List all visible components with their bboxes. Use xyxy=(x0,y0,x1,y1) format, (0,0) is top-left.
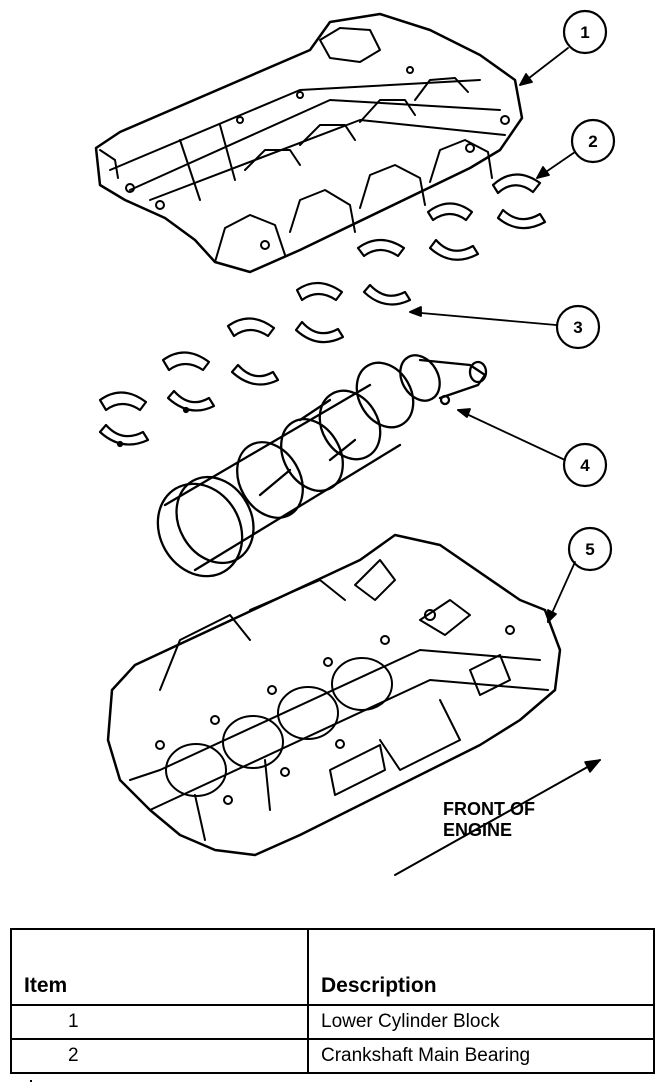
legend-header-item: Item xyxy=(10,928,309,1006)
front-label-line1: FRONT OF xyxy=(443,799,535,819)
legend-item-number: 2 xyxy=(10,1038,309,1074)
table-row: 2 Crankshaft Main Bearing xyxy=(10,1038,655,1074)
callout-1: 1 xyxy=(562,9,608,55)
callout-4: 4 xyxy=(562,442,608,488)
front-label-line2: ENGINE xyxy=(443,820,512,840)
callout-3: 3 xyxy=(555,304,601,350)
legend-item-description: Crankshaft Main Bearing xyxy=(307,1038,655,1074)
upper-cylinder-block xyxy=(106,533,562,857)
table-row: 1 Lower Cylinder Block xyxy=(10,1004,655,1040)
parts-legend-table: Item Description 1 Lower Cylinder Block … xyxy=(10,928,655,1074)
callout-2-label: 2 xyxy=(588,132,597,151)
legend-item-number: 1 xyxy=(10,1004,309,1040)
callout-5: 5 xyxy=(567,526,613,572)
callout-1-label: 1 xyxy=(580,23,589,42)
lower-cylinder-block xyxy=(94,12,524,274)
exploded-engine-diagram: 1 2 3 4 5 FRONT OF ENGINE xyxy=(94,9,616,876)
main-bearing-shells xyxy=(98,173,547,448)
crankshaft xyxy=(156,354,488,578)
callout-5-label: 5 xyxy=(585,540,594,559)
front-of-engine-indicator: FRONT OF ENGINE xyxy=(394,759,601,876)
legend-header-description: Description xyxy=(307,928,655,1006)
legend-item-description: Lower Cylinder Block xyxy=(307,1004,655,1040)
legend-header-row: Item Description xyxy=(10,928,655,1006)
callout-2: 2 xyxy=(570,118,616,164)
leader-lines xyxy=(409,47,576,623)
scan-dot xyxy=(30,1080,32,1082)
callout-4-label: 4 xyxy=(580,456,590,475)
callout-3-label: 3 xyxy=(573,318,582,337)
front-arrow-icon xyxy=(584,759,601,773)
